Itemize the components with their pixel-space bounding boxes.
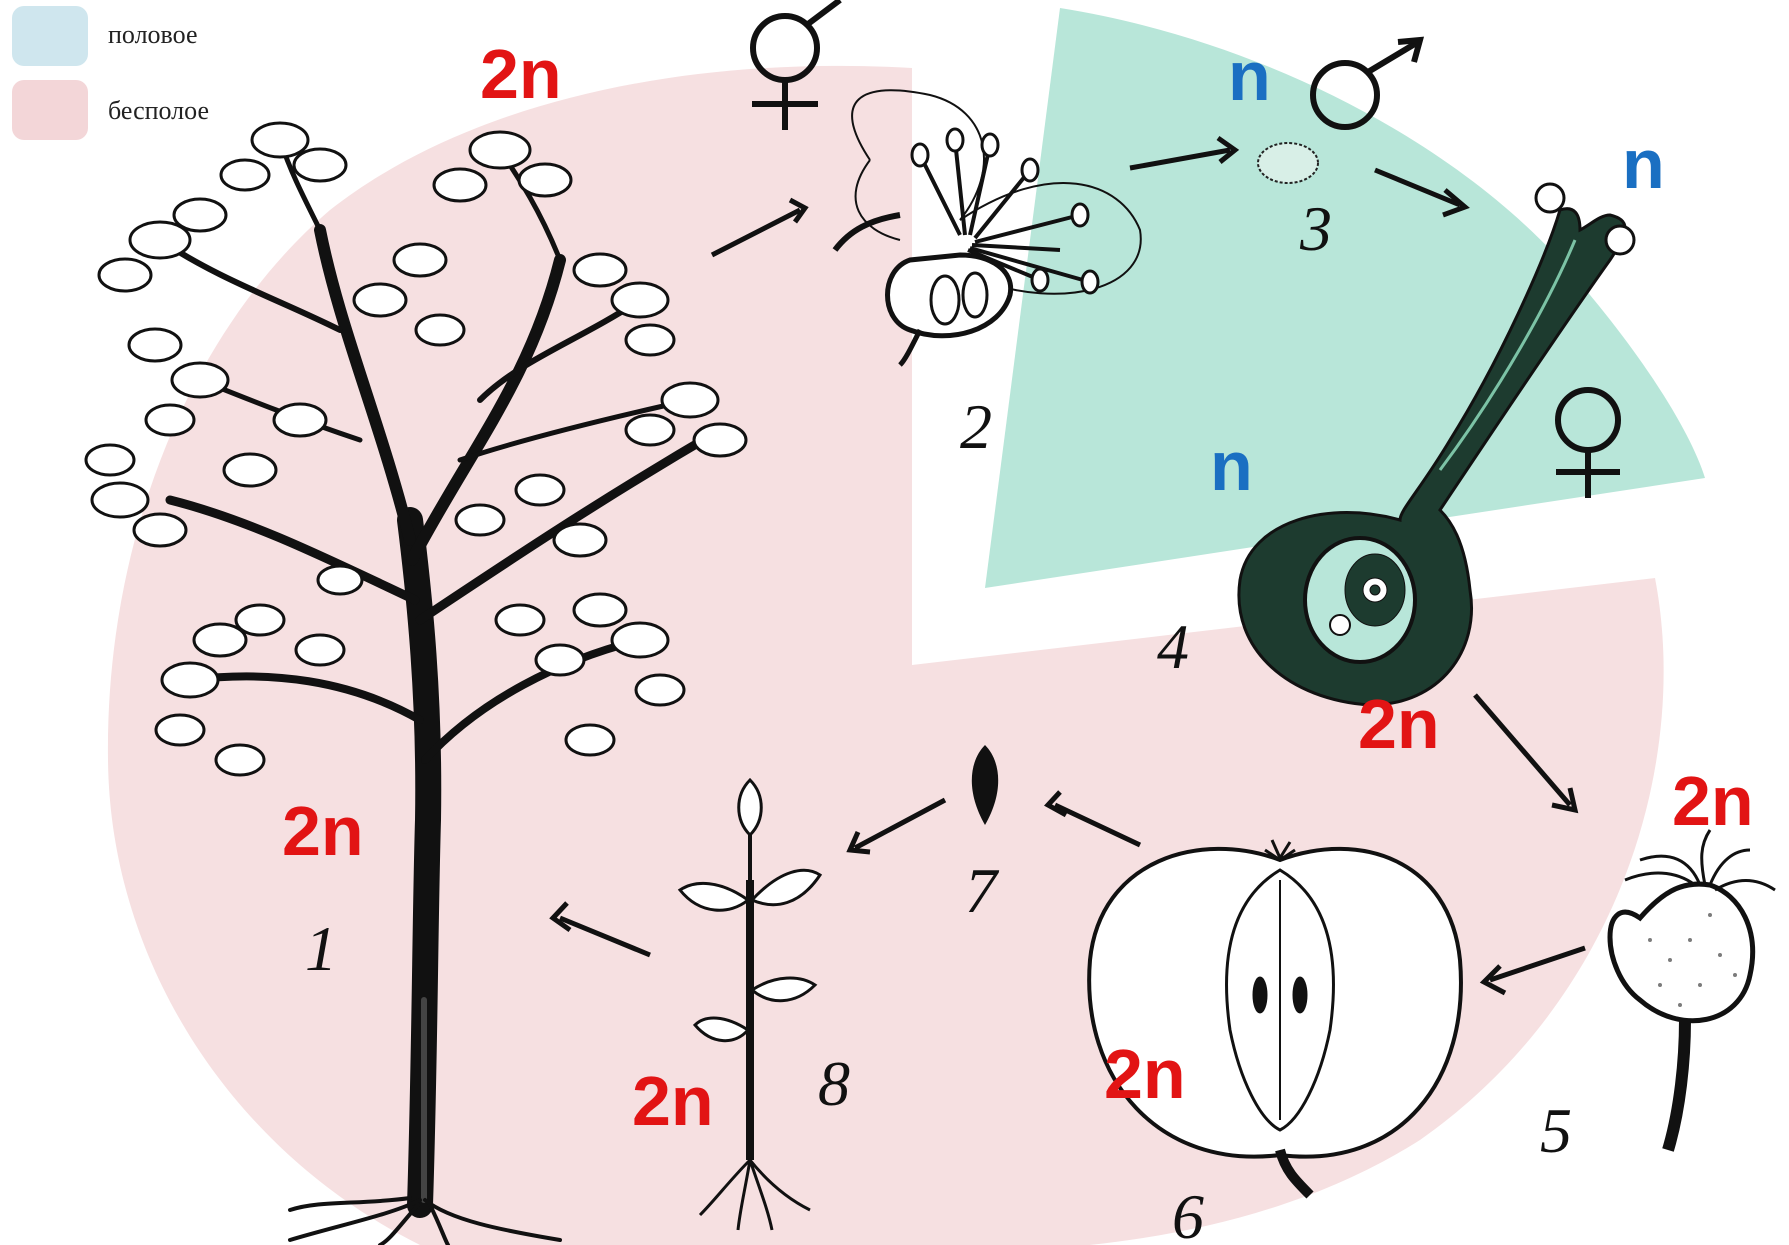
arrow-pollen-to-pistil [1374,167,1461,208]
stage-number-3: 3 [1299,193,1332,264]
haploid-region [985,8,1705,588]
ploidy-label-hip: 2n [1672,762,1754,840]
arrow-fruit-to-seed [1053,802,1142,848]
stage-number-4: 4 [1157,611,1189,682]
female-symbol-flower [750,0,842,130]
ploidy-label-fertilized: 2n [1358,685,1440,763]
legend-label-sexual: половое [108,20,198,49]
hip-icon [1607,829,1776,1152]
arrow-pistil-to-hip [1473,693,1572,807]
fruit-icon [1087,839,1463,1199]
pistil-icon [1237,182,1636,707]
stage-number-7: 7 [965,855,1000,926]
legend-swatch-sexual [12,6,88,66]
seedling-icon [677,777,823,1231]
legend-swatch-asexual [12,80,88,140]
ploidy-label-seedling: 2n [632,1062,714,1140]
female-symbol-pistil [1555,387,1621,498]
ploidy-label-tree: 2n [282,792,364,870]
ploidy-label-fruit: 2n [1104,1035,1186,1113]
stage-number-8: 8 [818,1048,850,1119]
arrow-hip-to-fruit [1489,945,1586,983]
legend-label-asexual: бесполое [108,96,210,125]
ploidy-label-ovule: n [1210,427,1253,505]
flower-icon [832,89,1142,367]
stage-number-6: 6 [1172,1181,1204,1245]
ploidy-label-tree-top: 2n [480,35,562,113]
arrow-seedling-to-tree [559,915,651,958]
arrow-seed-to-seedling [853,797,947,851]
cycle-arrows [549,135,1586,996]
ploidy-label-pollen: n [1228,37,1271,115]
male-symbol-pollen [1310,36,1425,130]
arrow-tree-to-flower [710,207,802,258]
arrow-flower-to-pollen [1129,147,1231,171]
tree-foliage [84,121,748,777]
seed-icon [971,745,999,825]
stage-number-1: 1 [305,913,337,984]
ploidy-label-pistil-top: n [1622,125,1665,203]
stage-number-5: 5 [1540,1095,1572,1166]
stage-number-2: 2 [960,391,992,462]
pollen-icon [1257,142,1319,184]
